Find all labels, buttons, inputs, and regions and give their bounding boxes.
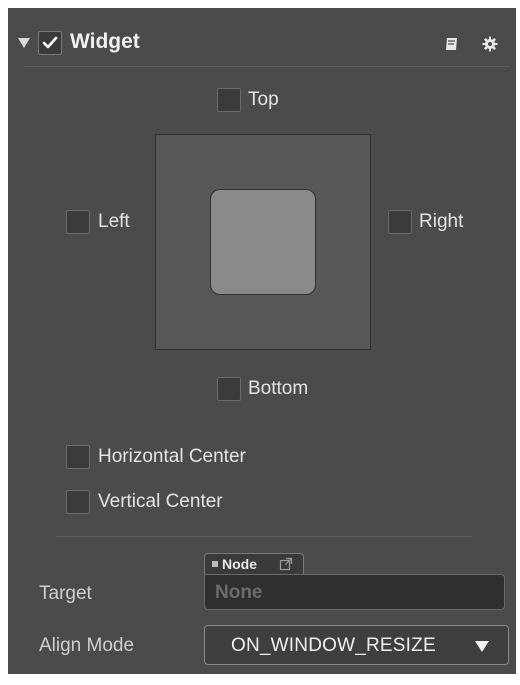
book-icon[interactable] xyxy=(444,36,460,52)
component-title: Widget xyxy=(70,30,140,53)
align-mode-select[interactable]: ON_WINDOW_RESIZE xyxy=(204,625,509,665)
bottom-checkbox[interactable] xyxy=(217,377,241,401)
external-link-icon[interactable] xyxy=(279,557,293,576)
gear-icon[interactable] xyxy=(482,36,498,52)
vertical-center-checkbox[interactable] xyxy=(66,490,90,514)
right-label: Right xyxy=(419,211,464,232)
top-label: Top xyxy=(248,89,279,110)
node-type-label: Node xyxy=(222,556,257,572)
component-header: Widget xyxy=(8,8,516,68)
alignment-preview-box xyxy=(155,134,371,350)
vertical-center-label: Vertical Center xyxy=(98,491,223,512)
target-node-field[interactable]: None xyxy=(204,574,505,610)
dropdown-arrow-icon xyxy=(475,641,489,652)
node-icon xyxy=(212,561,218,567)
target-label: Target xyxy=(39,583,92,604)
properties-divider xyxy=(56,536,472,537)
horizontal-center-label: Horizontal Center xyxy=(98,446,246,467)
component-enabled-checkbox[interactable] xyxy=(38,31,62,55)
left-label: Left xyxy=(98,211,130,232)
widget-component-panel: Widget Top xyxy=(8,8,516,674)
right-checkbox[interactable] xyxy=(388,210,412,234)
align-mode-value: ON_WINDOW_RESIZE xyxy=(231,635,436,656)
checkmark-icon xyxy=(42,36,58,49)
align-mode-label: Align Mode xyxy=(39,635,135,656)
horizontal-center-checkbox[interactable] xyxy=(66,445,90,469)
header-divider xyxy=(24,66,510,67)
bottom-label: Bottom xyxy=(248,378,309,399)
target-node-value: None xyxy=(215,582,263,603)
node-type-tab: Node xyxy=(204,553,304,575)
top-checkbox[interactable] xyxy=(217,88,241,112)
alignment-preview-widget xyxy=(210,189,316,295)
collapse-arrow-icon[interactable] xyxy=(18,38,30,48)
left-checkbox[interactable] xyxy=(66,210,90,234)
